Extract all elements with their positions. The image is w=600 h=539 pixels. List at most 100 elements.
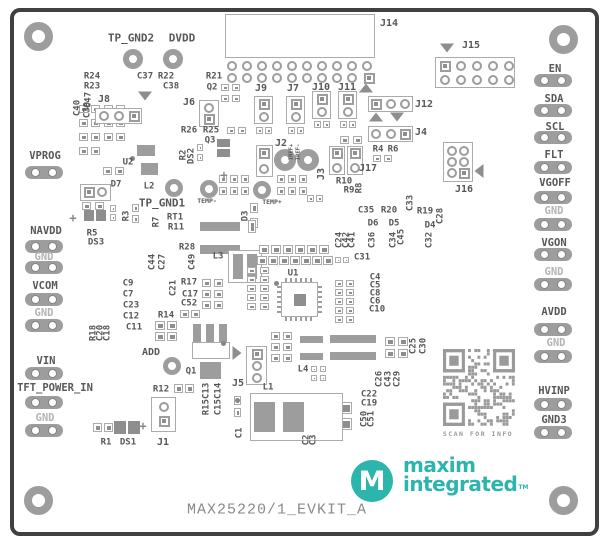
smd-pad <box>299 175 307 183</box>
silk-label-c45: C45 <box>396 228 407 246</box>
test-point-pad <box>534 160 572 174</box>
silk-label-d3: D3 <box>240 210 251 222</box>
connector-pin <box>342 93 354 105</box>
test-point-hole <box>541 325 548 333</box>
mounting-hole <box>549 25 578 54</box>
test-point-ring <box>253 181 271 199</box>
test-point-hole <box>558 400 565 408</box>
smd-pad <box>214 279 223 287</box>
smd-pad <box>300 353 323 360</box>
connector-pin <box>350 163 360 173</box>
connector-pin <box>287 61 297 71</box>
smd-pad <box>227 127 235 134</box>
smd-pad <box>283 245 293 254</box>
connector-pin <box>331 147 343 159</box>
test-point-hole <box>558 250 565 258</box>
silk-label-j11: J11 <box>337 82 357 93</box>
smd-pad <box>320 375 326 381</box>
smd-pad <box>335 280 343 287</box>
test-point-hole <box>558 76 565 84</box>
silk-label-r12: R12 <box>152 384 170 395</box>
smd-pad <box>238 127 246 134</box>
connector-pin <box>317 73 327 83</box>
smd-pad <box>84 210 94 221</box>
smd-pad <box>202 301 211 309</box>
test-point-hole <box>32 242 39 250</box>
test-point-hole <box>49 168 56 176</box>
test-point-label: VGON <box>541 236 567 249</box>
silk-label-c39: C39 <box>82 101 93 119</box>
smd-pad <box>346 289 354 296</box>
smd-pad <box>385 349 395 358</box>
connector-pin <box>440 75 450 85</box>
connector-pin <box>258 147 270 159</box>
connector-pin <box>204 103 214 113</box>
smd-pad <box>219 187 227 195</box>
silk-label-d4: D4 <box>424 220 436 231</box>
test-point-hole <box>32 168 39 176</box>
test-point-hole <box>32 321 39 329</box>
test-point-hole <box>49 263 56 271</box>
smd-pad <box>260 276 269 283</box>
test-point-hole <box>541 76 548 84</box>
smd-pad <box>323 256 333 265</box>
smd-pad <box>335 289 343 296</box>
connector-pin <box>159 402 169 412</box>
connector-pin <box>399 128 411 140</box>
connector-pin <box>317 61 327 71</box>
connector-pin <box>456 61 466 71</box>
smd-pad <box>346 298 354 305</box>
ic-chip-core <box>293 293 306 306</box>
test-point-label: NAVDD <box>30 224 62 237</box>
test-point-hole <box>541 193 548 201</box>
connector-pin <box>349 147 361 159</box>
test-point-hole <box>558 428 565 436</box>
smd-pad <box>340 136 349 144</box>
maxim-logo-text: maxim integratedTM <box>403 455 529 497</box>
qr-caption: SCAN FOR INFO <box>442 430 514 438</box>
silk-label-temp: TEMP+ <box>262 197 282 206</box>
smd-pad <box>260 303 269 310</box>
logo-line2: integratedTM <box>403 472 529 496</box>
connector-pin <box>252 373 262 383</box>
silk-label-l3: L3 <box>212 251 224 262</box>
silk-label-c11: C11 <box>125 322 143 333</box>
smd-pad <box>180 310 189 318</box>
smd-pad <box>288 127 295 134</box>
connector-pin <box>302 61 312 71</box>
silk-label-r17: R17 <box>180 277 198 288</box>
marker-triangle-down <box>138 91 152 101</box>
smd-pad <box>247 254 257 279</box>
ic-pins <box>285 317 314 321</box>
test-point-pad <box>534 103 572 117</box>
silk-label-c19: C19 <box>360 398 378 409</box>
connector-pin <box>370 98 382 110</box>
smd-pad <box>141 163 158 175</box>
test-point-pad <box>534 217 572 231</box>
test-point-pad <box>534 397 572 411</box>
silk-label-c37: C37 <box>136 71 154 82</box>
silk-label-c27: C27 <box>157 253 168 271</box>
test-point-hole <box>32 263 39 271</box>
test-point-hole <box>32 369 39 377</box>
test-point-pad <box>534 190 572 204</box>
silk-label-c51: C51 <box>366 410 377 428</box>
test-point-ring <box>297 149 319 171</box>
smd-pad <box>232 95 240 102</box>
silk-label-c3: C3 <box>308 434 319 446</box>
smd-pad <box>277 187 285 195</box>
connector-pin <box>347 73 357 83</box>
test-point-pad <box>25 423 63 437</box>
smd-pad <box>230 175 238 183</box>
smd-pad <box>297 127 304 134</box>
test-point-label: GND <box>34 306 54 319</box>
silk-label-c36: C36 <box>367 231 378 249</box>
silk-label-c38: C38 <box>162 81 180 92</box>
silk-label-q2: Q2 <box>206 82 218 93</box>
connector-pin <box>386 99 396 109</box>
test-point-hole <box>558 220 565 228</box>
connector-pin <box>128 110 140 122</box>
smd-pad <box>155 321 165 330</box>
test-point-pad <box>534 247 572 261</box>
smd-pad <box>79 133 88 141</box>
